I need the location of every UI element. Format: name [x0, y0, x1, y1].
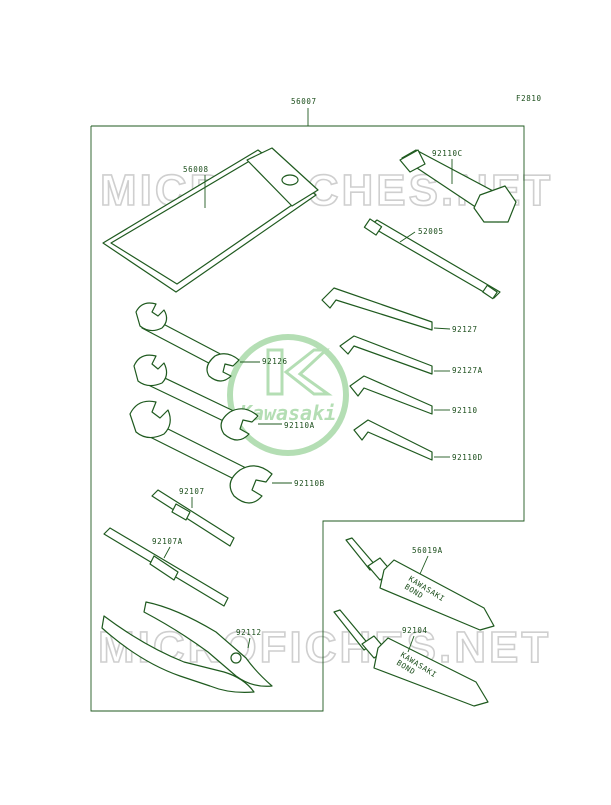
- tool-pouch: [102, 147, 319, 293]
- wrench-92126: [135, 302, 240, 382]
- label-hex-4: 92110D: [452, 453, 483, 462]
- pliers: [101, 601, 273, 693]
- figure-code: F2810: [516, 94, 542, 103]
- hex-key-92110: [349, 375, 433, 415]
- hex-key-92110d: [353, 419, 433, 461]
- screwdriver-92107a: [103, 527, 229, 607]
- label-bond-1: 56019A: [412, 546, 443, 555]
- label-driver-1: 92107: [179, 487, 205, 496]
- label-wrench-1: 92126: [262, 357, 288, 366]
- label-wrench-3: 92110B: [294, 479, 325, 488]
- kit-boundary: [90, 125, 525, 712]
- wrench-92110a: [133, 354, 259, 441]
- label-driver-2: 92107A: [152, 537, 183, 546]
- label-handle: 52005: [418, 227, 444, 236]
- plug-wrench: [399, 149, 517, 223]
- screwdriver-92107: [151, 489, 235, 547]
- handle-bar: [363, 218, 501, 300]
- label-plug-wrench: 92110C: [432, 149, 463, 158]
- label-hex-2: 92127A: [452, 366, 483, 375]
- kawasaki-bond-56019a: KAWASAKI BOND: [345, 537, 495, 631]
- label-hex-1: 92127: [452, 325, 478, 334]
- hex-key-92127: [321, 287, 433, 331]
- label-bond-2: 92104: [402, 626, 428, 635]
- label-pliers: 92112: [236, 628, 262, 637]
- kawasaki-logo: Kawasaki: [227, 334, 349, 456]
- label-kit: 56007: [291, 97, 317, 106]
- kawasaki-bond-92104: KAWASAKI BOND: [333, 609, 489, 707]
- label-pouch: 56008: [183, 165, 209, 174]
- label-wrench-2: 92110A: [284, 421, 315, 430]
- wrench-92110b: [129, 400, 273, 504]
- hex-key-92127a: [339, 335, 433, 375]
- label-hex-3: 92110: [452, 406, 478, 415]
